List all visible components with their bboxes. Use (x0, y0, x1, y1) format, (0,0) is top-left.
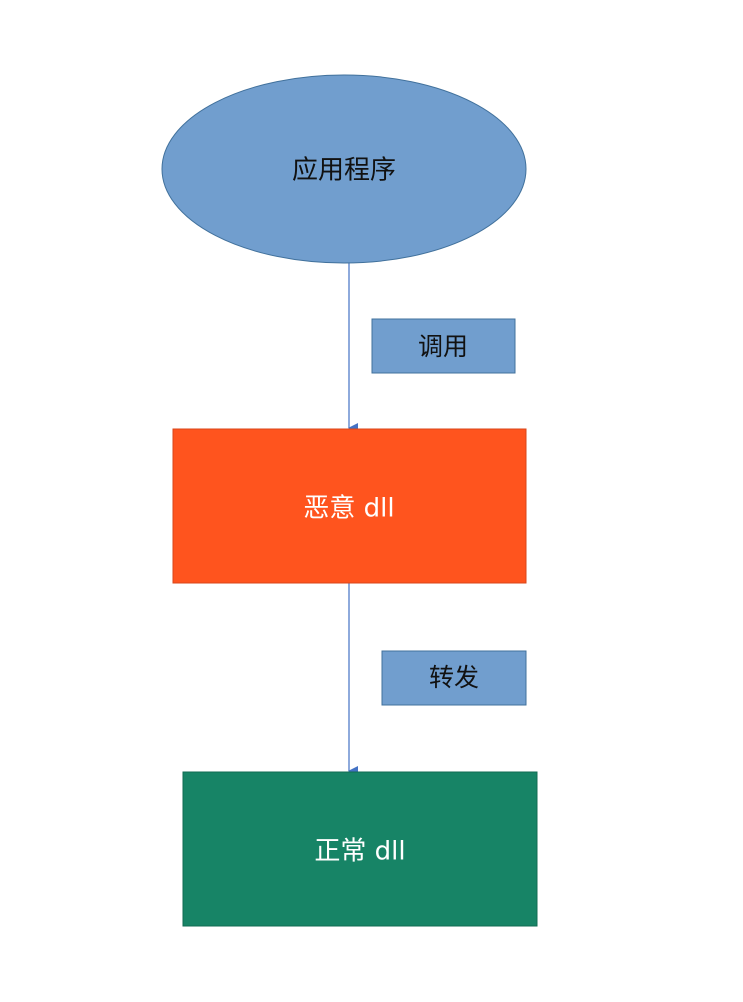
application-label: 应用程序 (292, 156, 396, 186)
edge-label-call: 调用 (371, 318, 516, 374)
normal-dll-box (182, 771, 538, 927)
normal-dll-label: 正常 dll (314, 837, 405, 867)
forward-label-text: 转发 (429, 663, 479, 692)
node-application[interactable]: 应用程序 (161, 74, 527, 264)
malicious-dll-box (172, 428, 527, 584)
malicious-dll-label: 恶意 dll (303, 494, 394, 524)
node-malicious-dll[interactable]: 恶意 dll (172, 428, 527, 584)
node-normal-dll[interactable]: 正常 dll (182, 771, 538, 927)
application-ellipse (161, 74, 527, 264)
call-label-box (371, 318, 516, 374)
forward-label-box (381, 650, 527, 706)
call-label-text: 调用 (418, 332, 468, 361)
edge-label-forward: 转发 (381, 650, 527, 706)
